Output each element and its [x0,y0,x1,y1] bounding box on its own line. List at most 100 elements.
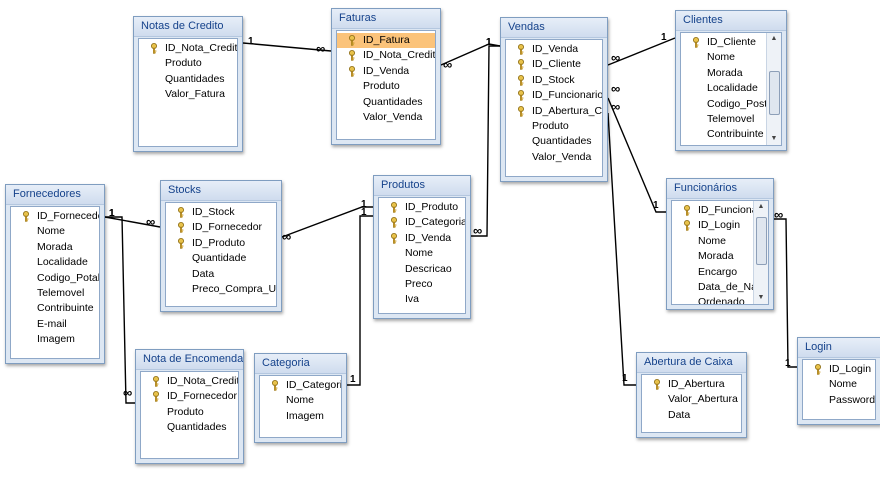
field-item[interactable]: Valor_Fatura [139,87,237,102]
field-item[interactable]: Produto [506,119,602,134]
field-item[interactable]: Morada [11,240,99,255]
vertical-scrollbar[interactable]: ▲▼ [766,33,781,145]
field-item[interactable]: Password [803,393,875,408]
table-fornecedores[interactable]: FornecedoresID_FornecedorNomeMoradaLocal… [5,184,105,364]
table-title[interactable]: Fornecedores [6,185,104,205]
field-item[interactable]: Quantidades [139,72,237,87]
field-item[interactable]: Morada [672,249,768,264]
field-item[interactable]: Quantidades [141,420,238,435]
field-item[interactable]: Produto [141,405,238,420]
field-item[interactable]: ID_Cliente [681,35,781,50]
field-item[interactable]: ID_Stock [506,73,602,88]
field-item[interactable]: Nome [681,50,781,65]
field-item[interactable]: Nome [379,246,465,261]
field-item[interactable]: Descricao [379,262,465,277]
field-item[interactable]: Quantidades [337,95,435,110]
table-title[interactable]: Stocks [161,181,281,201]
field-item[interactable]: ID_Cliente [506,57,602,72]
table-title[interactable]: Funcionários [667,179,773,199]
scroll-down-icon[interactable]: ▼ [757,294,765,301]
field-item[interactable]: Produto [139,56,237,71]
field-item[interactable]: Valor_Abertura [642,392,741,407]
field-item[interactable]: ID_Nota_Credito [337,48,435,63]
relationship-line-stocks-produtos[interactable] [281,206,373,238]
field-item[interactable]: Quantidade [166,251,276,266]
table-title[interactable]: Vendas [501,18,607,38]
field-item[interactable]: ID_Fornecedor [11,209,99,224]
field-item[interactable]: Valor_Venda [506,150,602,165]
field-item[interactable]: ID_Nota_Credito [139,41,237,56]
table-title[interactable]: Login [798,338,880,358]
field-item[interactable]: Nome [672,234,768,249]
scroll-up-icon[interactable]: ▲ [770,35,778,42]
relationship-line-funcionarios-login[interactable] [774,218,797,368]
field-item[interactable]: ID_Fornecedor [166,220,276,235]
field-item[interactable]: Encargo [672,265,768,280]
field-item[interactable]: Localidade [681,81,781,96]
field-item[interactable]: Preco [379,277,465,292]
field-item[interactable]: ID_Categoria [260,378,341,393]
field-item[interactable]: Valor_Venda [337,110,435,125]
field-item[interactable]: Morada [681,66,781,81]
relationship-line-vendas-abertura-caixa[interactable] [607,112,636,386]
scroll-down-icon[interactable]: ▼ [770,135,778,142]
field-item[interactable]: ID_Funcionario [672,203,768,218]
field-item[interactable]: ID_Produto [166,236,276,251]
field-item[interactable]: ID_Funcionario [506,88,602,103]
field-item[interactable]: ID_Venda [506,42,602,57]
table-title[interactable]: Categoria [255,354,346,374]
field-item[interactable]: Nome [11,224,99,239]
field-item[interactable]: ID_Stock [166,205,276,220]
field-item[interactable]: Produto [337,79,435,94]
field-item[interactable]: ID_Venda [337,64,435,79]
table-title[interactable]: Abertura de Caixa [637,353,746,373]
field-item[interactable]: Nome [803,377,875,392]
field-item[interactable]: ID_Login [672,218,768,233]
field-item[interactable]: E-mail [11,317,99,332]
field-item[interactable]: Contribuinte [11,301,99,316]
table-title[interactable]: Produtos [374,176,470,196]
field-item[interactable]: Contribuinte [681,127,781,142]
field-item[interactable]: Data [166,267,276,282]
field-item[interactable]: ID_Abertura [642,377,741,392]
field-item[interactable]: Codigo_Postal [681,97,781,112]
field-item[interactable]: Imagem [260,409,341,424]
table-title[interactable]: Faturas [332,9,440,29]
vertical-scrollbar[interactable]: ▲▼ [753,201,768,304]
relationship-line-categoria-produtos[interactable] [347,215,373,386]
field-item[interactable]: ID_Login [803,362,875,377]
field-item[interactable]: ID_Nota_Credito [141,374,238,389]
field-item[interactable]: ID_Fornecedor [141,389,238,404]
scroll-thumb[interactable] [769,71,780,115]
relationship-line-produtos-vendas[interactable] [471,45,500,237]
table-title[interactable]: Nota de Encomenda [136,350,243,370]
scroll-up-icon[interactable]: ▲ [757,203,765,210]
field-item[interactable]: Codigo_Potal [11,271,99,286]
field-item[interactable]: Data [642,408,741,423]
field-item[interactable]: ID_Abertura_Caixa [506,104,602,119]
scroll-thumb[interactable] [756,217,767,265]
field-item[interactable]: Quantidades [506,134,602,149]
relationship-line-fornecedores-nota-encomenda[interactable] [105,216,135,404]
field-item[interactable]: ID_Venda [379,231,465,246]
field-item[interactable]: Ordenado [672,295,768,304]
field-item[interactable]: ID_Categoria [379,215,465,230]
field-item[interactable]: Imagem [11,332,99,347]
field-item[interactable]: Localidade [11,255,99,270]
field-item[interactable]: ID_Fatura [337,33,435,49]
field-item[interactable]: Telemovel [681,112,781,127]
field-item[interactable]: Preco_Compra_Und [166,282,276,297]
field-item[interactable]: ID_Produto [379,200,465,215]
field-item[interactable]: Telemovel [11,286,99,301]
field-item[interactable]: Data_de_Nascim [672,280,768,295]
field-item[interactable]: Iva [379,292,465,307]
